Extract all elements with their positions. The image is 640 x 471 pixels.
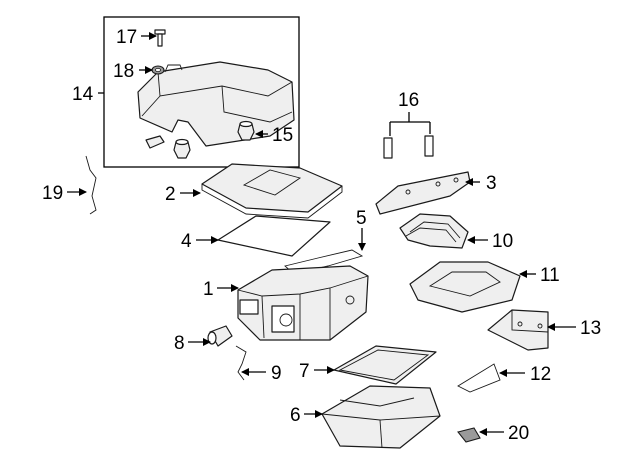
part-connector-8 bbox=[207, 325, 233, 347]
part-nut-15 bbox=[145, 120, 255, 159]
callout-12: 12 bbox=[530, 364, 551, 385]
callout-3: 3 bbox=[486, 173, 497, 194]
part-plate-13 bbox=[487, 309, 549, 351]
part-tray-11 bbox=[409, 261, 521, 313]
part-bracket-12 bbox=[457, 363, 501, 393]
part-gasket-4 bbox=[217, 215, 331, 257]
part-bolt-17 bbox=[154, 29, 166, 47]
part-hose-9 bbox=[235, 345, 247, 381]
callout-labels: 17 18 14 15 16 3 19 2 4 5 10 11 1 13 8 9… bbox=[42, 27, 601, 444]
callout-13: 13 bbox=[580, 318, 601, 339]
callout-7: 7 bbox=[299, 361, 310, 382]
callout-11: 11 bbox=[540, 265, 560, 286]
callout-4: 4 bbox=[181, 231, 192, 252]
part-clip-20 bbox=[457, 427, 481, 443]
leader-lines bbox=[67, 32, 576, 436]
part-cover-14 bbox=[137, 61, 295, 147]
part-housing-6 bbox=[321, 385, 441, 449]
callout-20: 20 bbox=[508, 423, 529, 444]
callout-9: 9 bbox=[271, 363, 282, 384]
part-bracket-3 bbox=[375, 171, 471, 215]
callout-1: 1 bbox=[203, 279, 214, 300]
part-duct-10 bbox=[399, 213, 469, 249]
callout-14: 14 bbox=[72, 84, 94, 105]
part-strap-19 bbox=[85, 155, 97, 215]
callout-2: 2 bbox=[165, 184, 176, 205]
callout-15: 15 bbox=[272, 125, 293, 146]
callout-5: 5 bbox=[356, 208, 367, 229]
callout-18: 18 bbox=[113, 61, 134, 82]
part-lid-2 bbox=[201, 163, 343, 219]
callout-19: 19 bbox=[42, 183, 63, 204]
part-module-1 bbox=[237, 265, 369, 341]
callout-10: 10 bbox=[492, 231, 513, 252]
group-box-14 bbox=[103, 16, 300, 168]
callout-6: 6 bbox=[290, 405, 301, 426]
callout-17: 17 bbox=[116, 27, 137, 48]
callout-8: 8 bbox=[174, 333, 185, 354]
callout-16: 16 bbox=[398, 90, 419, 111]
part-plate-7 bbox=[333, 345, 437, 385]
part-studs-16 bbox=[383, 135, 434, 159]
